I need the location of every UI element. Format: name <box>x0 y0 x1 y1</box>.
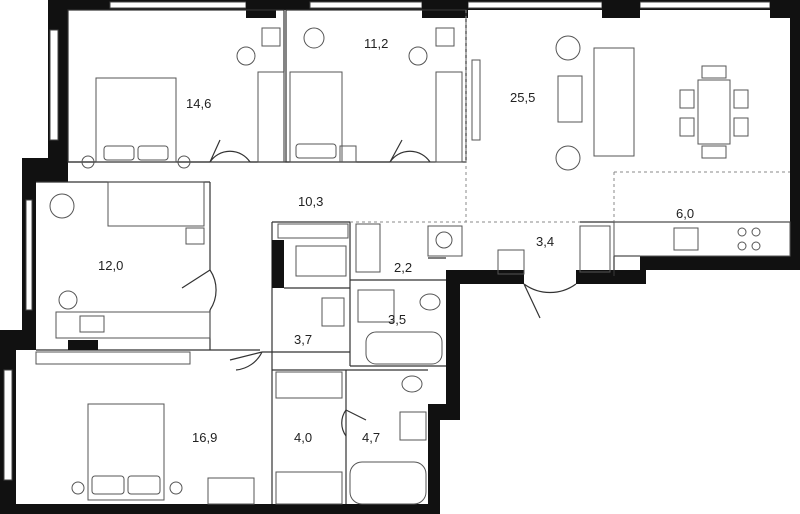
area-labels: 14,6 11,2 25,5 10,3 6,0 12,0 2,2 3,4 3,5… <box>98 36 694 445</box>
area-label-hall: 10,3 <box>298 194 323 209</box>
master-bedroom-furniture <box>35 351 343 505</box>
bathroom-fittings <box>321 289 443 505</box>
living-furniture <box>471 35 749 171</box>
area-label-master-bedroom: 16,9 <box>192 430 217 445</box>
area-label-bedroom-left-top: 14,6 <box>186 96 211 111</box>
bedroom-mid-top-furniture <box>289 27 463 163</box>
area-label-bathroom-small: 3,5 <box>388 312 406 327</box>
area-label-laundry: 2,2 <box>394 260 412 275</box>
interior-walls <box>36 9 790 504</box>
area-label-living-dining: 25,5 <box>510 90 535 105</box>
area-label-entrance: 3,4 <box>536 234 554 249</box>
area-label-master-bath: 4,7 <box>362 430 380 445</box>
doors <box>181 139 577 437</box>
area-label-storage: 3,7 <box>294 332 312 347</box>
area-label-bedroom-left-mid: 12,0 <box>98 258 123 273</box>
service-fittings <box>277 223 611 277</box>
area-label-kitchen: 6,0 <box>676 206 694 221</box>
bedroom-left-mid-furniture <box>49 181 211 339</box>
kitchen-furniture <box>613 221 791 257</box>
area-label-dressing: 4,0 <box>294 430 312 445</box>
bedroom-left-top-furniture <box>81 27 285 169</box>
area-label-bedroom-mid-top: 11,2 <box>364 36 388 51</box>
